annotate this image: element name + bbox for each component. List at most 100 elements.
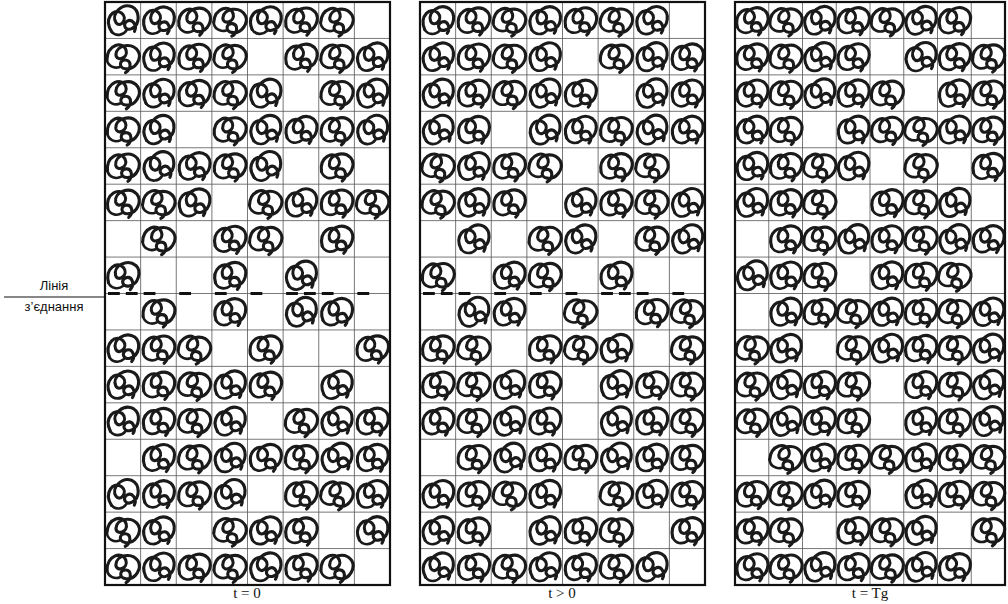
grid-lines [105, 2, 390, 585]
molecule-coil [634, 76, 672, 111]
molecule-coil [105, 551, 142, 585]
molecule-coil [421, 41, 457, 74]
molecule-coil [939, 43, 972, 72]
join-dash [144, 292, 156, 295]
molecule-coil [249, 334, 282, 364]
molecule-coil [598, 552, 634, 584]
molecule-coil [837, 79, 870, 109]
join-dash [619, 292, 631, 295]
molecule-coil [104, 3, 142, 39]
molecule-coil [249, 6, 284, 37]
molecule-coil [835, 332, 872, 366]
molecule-coil [320, 298, 354, 328]
molecule-coil [735, 406, 770, 437]
molecule-coil [283, 295, 321, 331]
molecule-coil [871, 225, 904, 254]
molecule-coil [872, 190, 904, 217]
molecule-coil [635, 479, 670, 511]
molecule-coil [211, 3, 249, 39]
molecule-coil [902, 113, 940, 148]
molecule-coil [736, 7, 768, 35]
molecule-coil [634, 5, 670, 37]
molecule-coil [285, 44, 317, 72]
molecule-coil [211, 40, 248, 74]
molecule-coil [598, 369, 635, 403]
side-label: Лінія [40, 279, 69, 294]
join-dash [251, 292, 263, 295]
molecule-coil [177, 480, 211, 511]
molecule-coil [672, 518, 703, 545]
molecule-coil [768, 41, 804, 74]
molecule-coil [737, 518, 768, 545]
molecule-coil [904, 224, 939, 255]
molecule-coil [902, 550, 940, 585]
molecule-coil [905, 298, 938, 327]
molecule-coil [419, 149, 457, 185]
molecule-coil [528, 5, 563, 37]
molecule-coil [769, 261, 803, 291]
molecule-coil [803, 443, 838, 474]
molecule-coil [801, 150, 838, 184]
molecule-coil [213, 369, 249, 401]
molecule-coil [493, 297, 527, 328]
molecule-coil [936, 222, 974, 257]
molecule-coil [599, 333, 635, 365]
molecule-coil [285, 517, 318, 546]
molecule-coil [634, 41, 671, 75]
molecule-coil [565, 518, 597, 545]
join-dash [441, 292, 453, 295]
molecule-coil [214, 226, 246, 253]
molecule-coil [105, 77, 142, 111]
molecule-coil [971, 296, 1007, 328]
molecule-coil [528, 261, 563, 292]
molecule-coil [937, 186, 974, 220]
molecule-coil [971, 332, 1008, 366]
molecule-coil [318, 477, 356, 513]
molecule-coil [494, 189, 526, 217]
molecule-coil [106, 369, 141, 401]
molecule-coil [736, 553, 769, 582]
side-label: з’єднання [25, 300, 84, 315]
molecule-coil [283, 259, 320, 293]
molecule-coil [971, 79, 1005, 110]
join-dash [322, 292, 334, 295]
molecule-coil [771, 190, 802, 217]
time-caption: t = Tg [852, 585, 889, 602]
molecule-coil [668, 295, 706, 330]
molecule-coil [634, 224, 670, 256]
molecule-coil [938, 79, 972, 109]
molecule-coil [141, 77, 177, 110]
molecule-coil [248, 77, 285, 111]
join-dash [459, 292, 471, 295]
molecule-coil [734, 187, 770, 220]
join-dash [108, 292, 120, 295]
molecule-coil [803, 261, 837, 292]
molecule-coil [836, 407, 871, 438]
molecule-coil [143, 409, 174, 436]
molecule-coil [322, 226, 353, 253]
molecule-coil [634, 550, 671, 584]
molecule-coil [422, 335, 455, 364]
molecule-coil [458, 44, 490, 71]
molecule-coil [319, 115, 354, 146]
molecule-coil [319, 78, 355, 111]
molecule-coil [455, 332, 493, 367]
molecule-coil [802, 224, 837, 256]
join-dash [637, 292, 649, 295]
molecule-coil [938, 444, 971, 473]
molecule-coil [142, 515, 177, 546]
molecule-coil [458, 80, 490, 108]
molecule-coil [633, 112, 671, 148]
molecule-coil [564, 443, 598, 474]
molecule-coil [869, 332, 905, 365]
molecule-coil [455, 294, 493, 330]
join-dash [566, 292, 578, 295]
molecule-coil [767, 404, 805, 439]
molecule-coil [285, 6, 318, 36]
molecule-coil [636, 407, 669, 436]
molecule-coil [972, 116, 1005, 145]
molecule-coil [939, 8, 970, 35]
molecule-coil [528, 479, 563, 510]
molecule-coil [937, 370, 972, 402]
molecule-coil [634, 187, 671, 221]
